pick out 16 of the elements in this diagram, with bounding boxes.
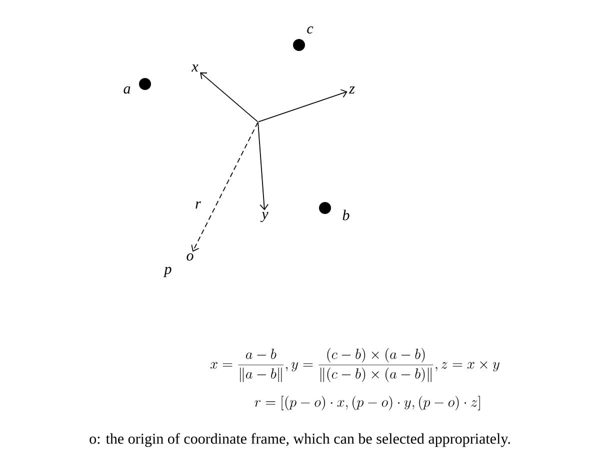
arrow <box>258 122 269 210</box>
arrow <box>200 72 258 122</box>
formula: $r = [(p-o)\cdot x, (p-o)\cdot y, (p-o)\cdot z]$ <box>254 396 480 410</box>
point-label: c <box>307 26 314 34</box>
formula: $x = \frac{a-b}{\| a-b \|}, y = \frac{(c-b)\times(a-b)}{\| (c-b)\times(a-b) \|}, z = x \times y$ <box>210 348 500 382</box>
axis-label: o <box>186 253 194 261</box>
point-label: p <box>163 266 172 278</box>
edge-label: r <box>196 201 201 209</box>
arrow <box>191 122 258 252</box>
arrow <box>258 89 348 122</box>
point-label: b <box>342 210 350 220</box>
axis-label: z <box>348 86 355 94</box>
axis-label: x <box>191 64 198 72</box>
caption: o: the origin of coordinate frame, which can be selected appropriately. <box>90 433 510 447</box>
axis-label: y <box>260 212 268 222</box>
point-label: a <box>124 86 130 94</box>
